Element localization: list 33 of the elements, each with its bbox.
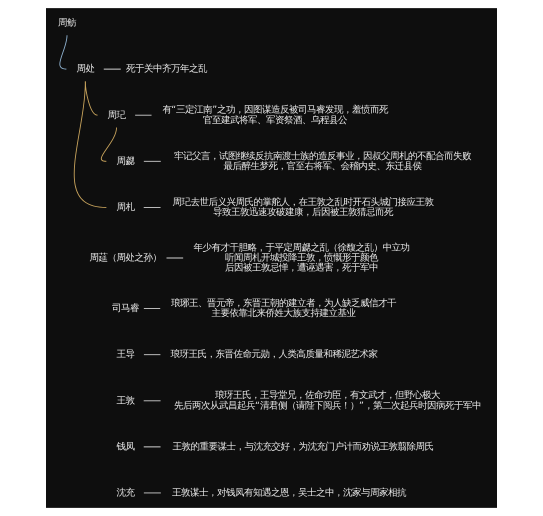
node-text: 周玘: [108, 110, 126, 121]
connector: [143, 207, 161, 208]
connector: [143, 400, 162, 402]
node-text: 王敦的重要谋士，与沈充交好，为沈充门户计而劝说王敦翦除周氏: [172, 441, 434, 452]
node-text: 琅玡王氏，王导堂兄，佐命功臣，有文武才，但野心极大 先后两次从武昌起兵“清君侧（请陛下阅兵！）”，第二次起兵时因病死于军中: [174, 390, 481, 412]
connector: [74, 80, 107, 208]
node-text: 司马睿: [112, 303, 139, 314]
node-text: 周鲂: [58, 18, 76, 29]
node-text: 王敦谋士，对钱凤有知遇之恩，吴士之中，沈家与周家相抗: [172, 488, 406, 499]
node-text: 周莚（周处之孙）: [89, 252, 162, 264]
connector: [59, 34, 68, 70]
node-text: 周玘去世后义兴周氏的掌舵人，在王敦之乱时开石头城门接应王敦 导致王敦迅速攻破建康，后因被王敦猜忌而死: [172, 196, 434, 218]
connector: [84, 80, 98, 116]
node-text: 王敦: [116, 395, 134, 406]
connector: [143, 308, 161, 309]
connector: [103, 68, 122, 70]
node-text: 琅玡王氏，东晋佐命元勋，人类高质量和稀泥艺术家: [170, 349, 378, 360]
node-text: 年少有才干胆略，于平定周勰之乱（徐馥之乱）中立功 听闻周札开城投降王敦，愤慨形于颜色 后因被王敦忌惮，遭诬遇害，死于军中: [194, 242, 410, 274]
connector: [134, 114, 152, 116]
connector: [143, 354, 161, 356]
node-text: 有“三定江南”之功，因图谋造反被司马睿发现，羞愤而死 官至建武将军、军资祭酒、乌程县公: [162, 104, 388, 126]
node-text: 死于关中齐万年之乱: [126, 64, 208, 75]
node-text: 牢记父言，试图继续反抗南渡士族的造反事业，因叔父周札的不配合而失败 最后醉生梦死，官至右将军、会稽内史、东迁县侯: [174, 150, 472, 172]
node-text: 周勰: [116, 156, 134, 167]
node-text: 琅琊王、晋元帝，东晋王朝的建立者，为人缺乏威信才干 主要依靠北来侨姓大族支持建立基业: [170, 298, 396, 320]
node-text: 王导: [116, 349, 134, 360]
node-text: 沈充: [116, 488, 134, 499]
node-text: 周札: [116, 202, 134, 213]
connector: [143, 492, 162, 494]
connector: [143, 446, 161, 448]
node-text: 钱凤: [116, 441, 134, 452]
node-text: 周处: [76, 64, 94, 75]
connector: [143, 160, 162, 162]
